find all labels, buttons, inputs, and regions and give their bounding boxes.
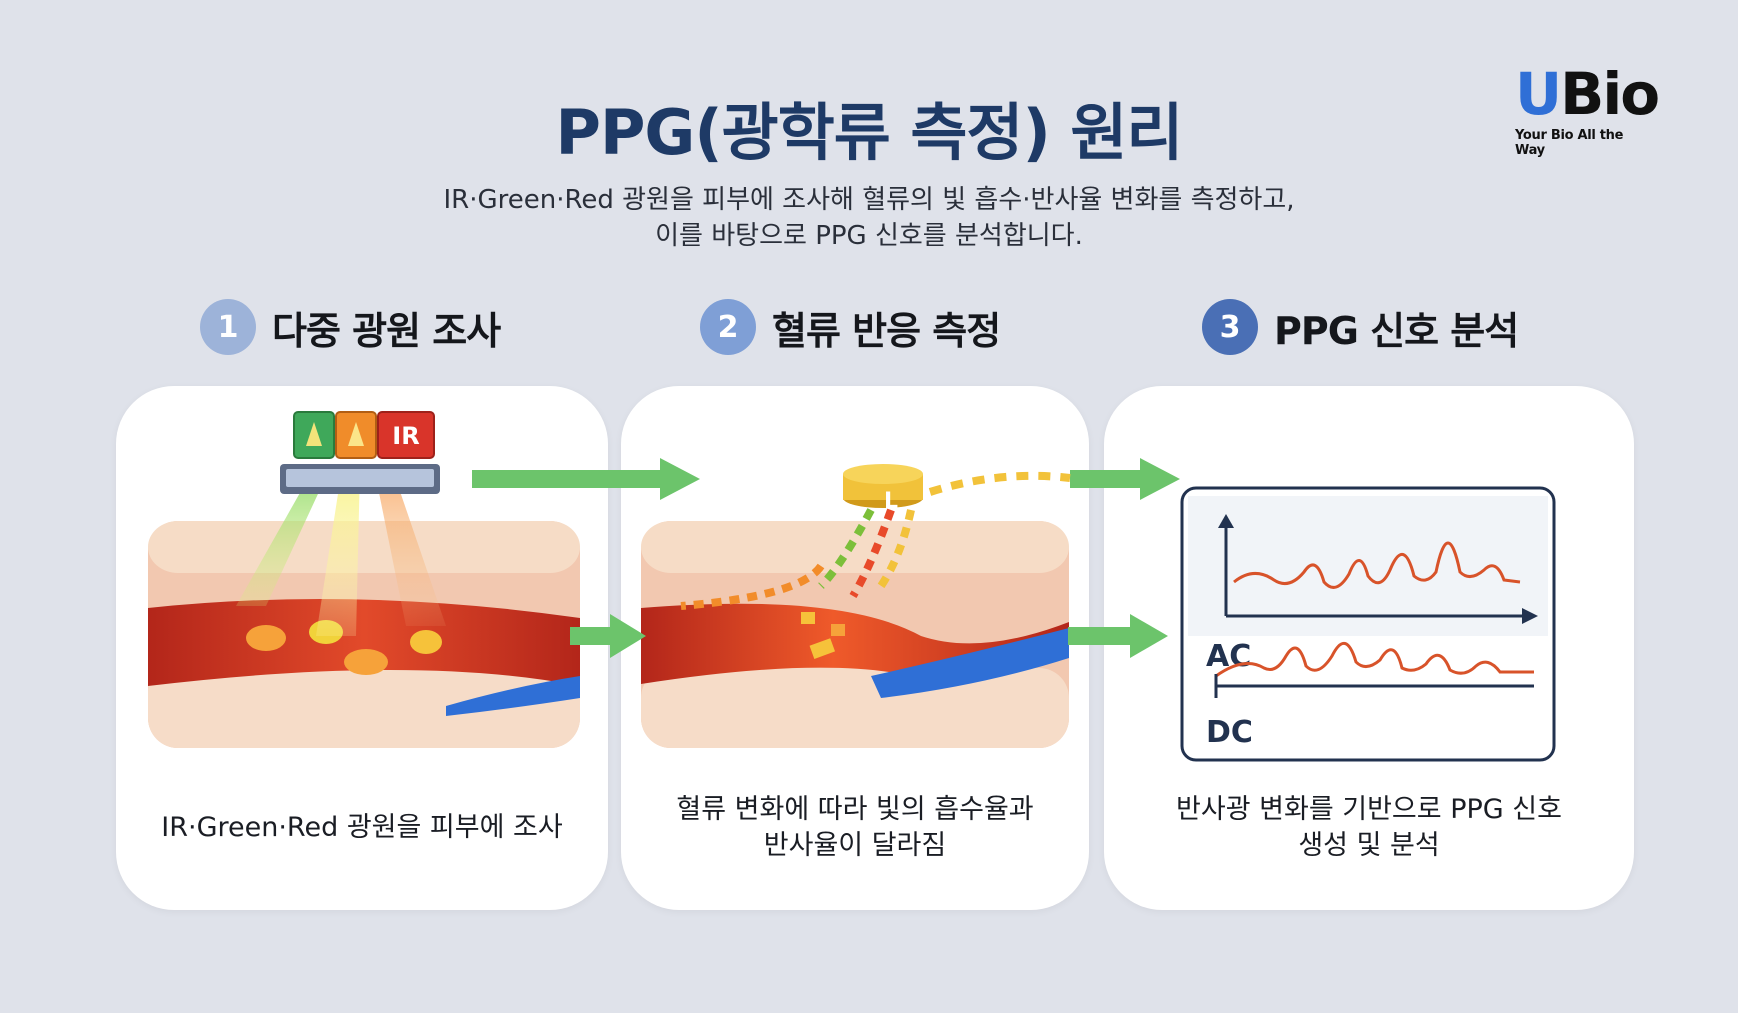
ir-led: [377, 411, 435, 459]
blood-cell: [246, 625, 286, 651]
vein: [446, 676, 580, 716]
step-2-label: 혈류 반응 측정: [772, 308, 1001, 353]
logo-tagline: Your Bio All the Way: [1515, 128, 1624, 158]
vein: [871, 628, 1069, 698]
subtitle-line-2: 이를 바탕으로 PPG 신호를 분석합니다.: [655, 221, 1083, 251]
photodetector-top: [843, 464, 923, 484]
yellow-light-beam: [316, 468, 360, 636]
red-light-beam: [374, 468, 446, 626]
step-1-caption-line-1: IR·Green·Red 광원을 피부에 조사: [161, 812, 563, 843]
step-2-number: 2: [700, 299, 756, 355]
yellow-reflected-path: [877, 509, 915, 589]
blood-cell: [344, 649, 388, 675]
artery: [148, 599, 580, 686]
x-axis-arrow-icon: [1522, 608, 1538, 624]
step-3-caption: 반사광 변화를 기반으로 PPG 신호 생성 및 분석: [1104, 792, 1634, 864]
ac-waveform: [1215, 642, 1534, 678]
step-1-label: 다중 광원 조사: [272, 308, 501, 353]
step-1-heading: 1 다중 광원 조사: [200, 298, 501, 356]
step-1-caption: IR·Green·Red 광원을 피부에 조사: [116, 810, 608, 846]
logo-mark: UBio: [1515, 64, 1660, 124]
logo-mark-rest: Bio: [1560, 60, 1660, 128]
subcutis-layer: [148, 661, 580, 748]
blood-cell: [831, 624, 845, 636]
blood-cell: [801, 612, 815, 624]
step-2-heading: 2 혈류 반응 측정: [700, 298, 1001, 356]
page-title: PPG(광학류 측정) 원리: [555, 96, 1184, 169]
step-2-caption-line-1: 혈류 변화에 따라 빛의 흡수율과: [676, 794, 1034, 825]
ppg-signal-graph: AC DC: [1180, 486, 1556, 762]
green-light-beam: [236, 468, 330, 606]
dc-label: DC: [1206, 715, 1253, 750]
green-reflected-path: [818, 508, 875, 589]
led-triangle-icon: [348, 422, 364, 446]
step-1-card: IR IR·Green·Red 광원을 피부에 조사: [116, 386, 608, 910]
photodetector-label: L: [884, 489, 898, 514]
ubio-logo: UBio Your Bio All the Way: [1515, 64, 1660, 158]
step-3-label: PPG 신호 분석: [1274, 308, 1519, 353]
step-3-heading: 3 PPG 신호 분석: [1202, 298, 1519, 356]
subcutis-layer: [641, 668, 1069, 748]
ppg-waveform: [1233, 541, 1521, 589]
skin-light-emission-illustration: IR: [148, 411, 580, 748]
step-3-caption-line-1: 반사광 변화를 기반으로 PPG 신호: [1176, 794, 1562, 825]
epidermis-layer: [148, 521, 580, 573]
step-2-card: L 혈류 변화에 따라 빛의 흡수율과 반사율이 달라짐: [621, 386, 1089, 910]
subtitle-line-1: IR·Green·Red 광원을 피부에 조사해 혈류의 빛 흡수·반사율 변화…: [443, 185, 1295, 215]
page-subtitle: IR·Green·Red 광원을 피부에 조사해 혈류의 빛 흡수·반사율 변화…: [0, 182, 1738, 254]
step-1-number: 1: [200, 299, 256, 355]
blood-response-illustration: L: [641, 464, 1069, 748]
step-2-caption-line-2: 반사율이 달라짐: [763, 830, 947, 861]
step-2-caption: 혈류 변화에 따라 빛의 흡수율과 반사율이 달라짐: [621, 792, 1089, 864]
blood-cell: [809, 638, 836, 659]
ir-led-label: IR: [392, 422, 419, 450]
blood-cell: [410, 630, 442, 654]
y-axis-arrow-icon: [1218, 514, 1234, 528]
step-3-caption-line-2: 생성 및 분석: [1298, 830, 1440, 861]
led-triangle-icon: [306, 422, 322, 446]
scattered-light-path: [680, 563, 825, 610]
logo-mark-u: U: [1515, 60, 1562, 128]
step-3-number: 3: [1202, 299, 1258, 355]
step-3-card: AC DC 반사광 변화를 기반으로 PPG 신호 생성 및 분석: [1104, 386, 1634, 910]
sensor-window: [286, 469, 434, 487]
epidermis-layer: [641, 521, 1069, 573]
